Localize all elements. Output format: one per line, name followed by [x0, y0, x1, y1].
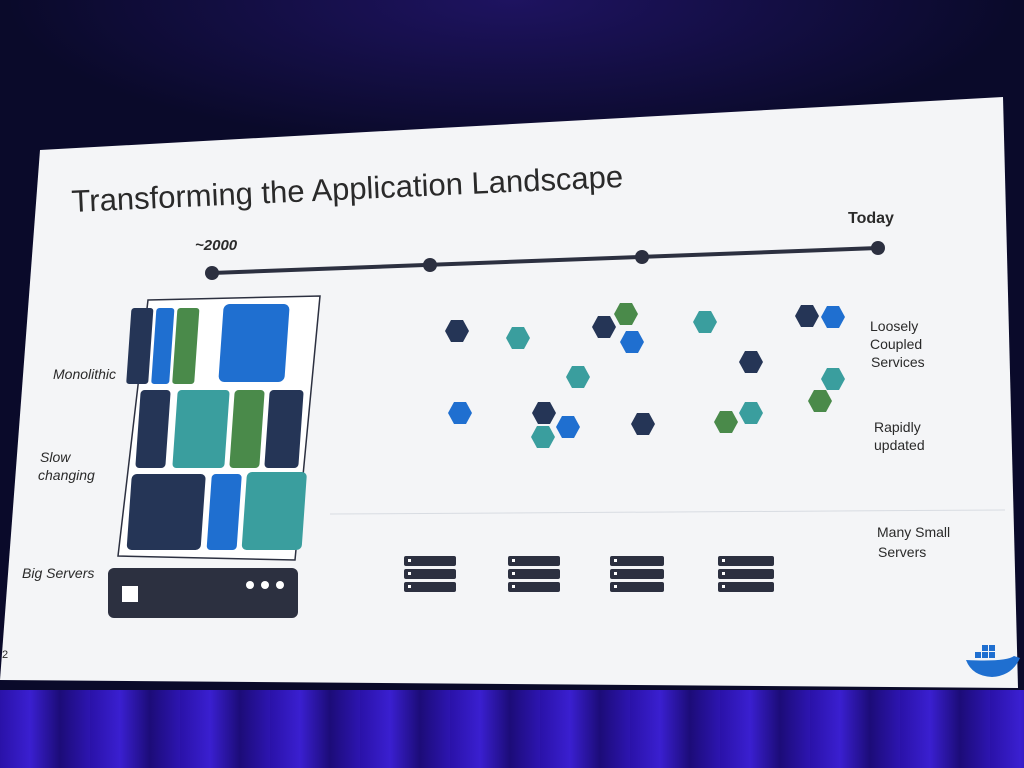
page-number: 2	[2, 649, 8, 661]
timeline-start-label: ~2000	[195, 237, 238, 254]
label-loosely-1: Loosely	[870, 318, 918, 334]
label-monolithic: Monolithic	[53, 366, 116, 382]
label-many-2: Servers	[878, 544, 926, 560]
timeline-dot	[205, 266, 219, 280]
label-loosely-2: Coupled	[870, 336, 922, 352]
server-icon	[404, 556, 456, 592]
timeline-dot	[871, 241, 885, 255]
timeline-dot	[423, 258, 437, 272]
monolith-block	[118, 296, 320, 560]
timeline-end-label: Today	[848, 210, 894, 227]
server-icon	[718, 556, 774, 592]
server-icon	[508, 556, 560, 592]
label-slow-changing-1: Slow	[40, 449, 71, 465]
label-many-1: Many Small	[877, 524, 950, 540]
label-rapidly-1: Rapidly	[874, 419, 921, 435]
label-big-servers: Big Servers	[22, 565, 94, 581]
label-rapidly-2: updated	[874, 437, 925, 453]
label-loosely-3: Services	[871, 354, 925, 370]
label-slow-changing-2: changing	[38, 467, 95, 483]
timeline-dot	[635, 250, 649, 264]
big-server-icon	[108, 568, 298, 618]
server-icon	[610, 556, 664, 592]
